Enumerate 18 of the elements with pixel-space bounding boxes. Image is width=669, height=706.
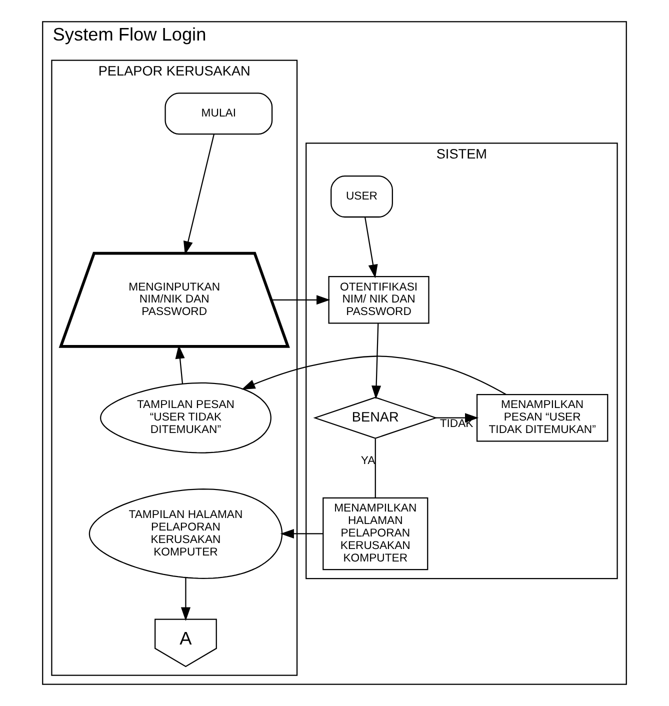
arrow [372, 323, 382, 400]
arrow [180, 578, 190, 621]
arrow [183, 134, 215, 255]
arrow [280, 528, 323, 539]
node-box: OTENTIFIKASI NIM/ NIK DAN PASSWORD [328, 276, 430, 324]
node-box: MENAMPILKAN PESAN “USER TIDAK DITEMUKAN” [476, 394, 608, 442]
arrow [241, 356, 506, 395]
edge-label: TIDAK [440, 418, 474, 430]
connector [374, 438, 376, 498]
node-box: MENAMPILKAN HALAMAN PELAPORAN KERUSAKAN KOMPUTER [322, 497, 428, 570]
arrow [436, 413, 479, 423]
node-diamond: BENAR [313, 396, 438, 439]
edge-label: YA [360, 454, 376, 467]
node-box: MULAI [164, 92, 273, 135]
arrow [364, 217, 378, 278]
node-box: USER [330, 176, 393, 218]
arrow [175, 345, 185, 384]
arrow [271, 295, 330, 305]
